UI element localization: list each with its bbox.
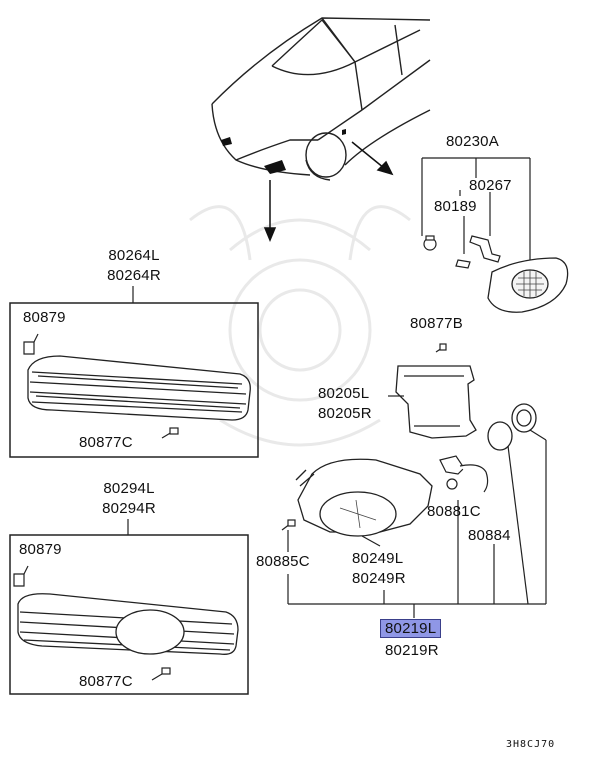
socket-label[interactable]: 80884 [468,527,511,544]
lamp-bracket [395,365,477,439]
clip-a-label[interactable]: 80879 [23,309,66,326]
car-side-lamp-mark [221,137,232,146]
bracket-left-label[interactable]: 80205L [318,385,370,402]
watermark-emblem [189,205,411,447]
arrow-to-side-lamp [351,141,394,176]
car-outline [211,17,431,181]
clip-b-label[interactable]: 80879 [19,541,62,558]
bracket-right-label[interactable]: 80205R [318,405,372,422]
lamp-screw-label[interactable]: 80885C [256,553,310,570]
screw-a-label[interactable]: 80877C [79,434,133,451]
bracket-screw [435,343,447,353]
car-side-marker-mark [342,129,346,135]
diagram-code: 3H8CJ70 [506,739,556,750]
car-fog-lamp-mark [264,160,286,174]
lamp-left-label[interactable]: 80249L [352,550,404,567]
bracket-screw-label[interactable]: 80877B [410,315,463,332]
side-lamp-screw [455,259,471,269]
assembly-leaders [287,395,547,618]
grille-bottom-part-right[interactable]: 80294R [102,500,156,517]
grille-top-part-left[interactable]: 80264L [108,247,160,264]
grille-bottom-box [9,534,249,695]
assembly-left-label[interactable]: 80219L [380,619,442,638]
side-lamp-label[interactable]: 80230A [446,133,499,150]
arrow-to-grille [263,180,277,242]
grille-bottom-clip [13,565,29,587]
assembly-right-label[interactable]: 80219R [385,642,439,659]
lamp-right-label[interactable]: 80249R [352,570,406,587]
grille-top-part-right[interactable]: 80264R [107,267,161,284]
grille-bottom-slats [17,593,239,655]
side-lamp-leaders [421,157,531,262]
side-lamp-screw-label[interactable]: 80189 [434,198,477,215]
bulb-assembly [439,455,489,493]
side-lamp-bracket-label[interactable]: 80267 [469,177,512,194]
grille-top-box [9,302,259,458]
side-lamp-bracket [469,235,501,263]
grille-bottom-part-left[interactable]: 80294L [103,480,155,497]
grille-top-screw [161,427,179,439]
grille-top-slats [27,355,251,421]
socket-ring [487,403,537,451]
side-lamp-body [487,257,569,313]
grille-bottom-screw [151,667,171,681]
lamp-screw [281,519,296,531]
bulb-label[interactable]: 80881C [427,503,481,520]
grille-top-clip [23,333,39,355]
side-lamp-bulb-clip [423,235,437,251]
screw-b-label[interactable]: 80877C [79,673,133,690]
fog-lamp-housing [295,458,433,537]
